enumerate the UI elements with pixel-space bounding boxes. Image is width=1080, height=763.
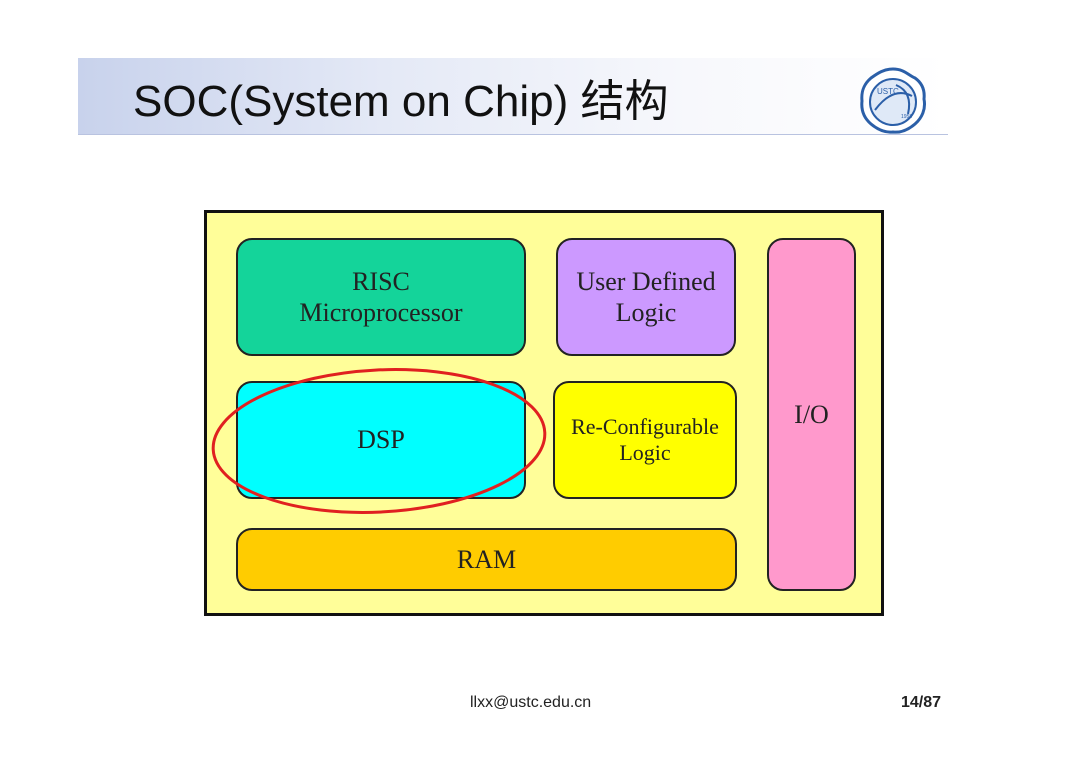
user-defined-logic-block: User Defined Logic [556, 238, 736, 356]
io-block: I/O [767, 238, 856, 591]
highlight-ellipse-shape [211, 368, 547, 514]
risc-label-line2: Microprocessor [299, 298, 463, 327]
udl-label-line2: Logic [615, 298, 677, 327]
ram-block: RAM [236, 528, 737, 591]
page-number: 14/87 [901, 694, 942, 711]
logo-text: USTC [877, 87, 899, 96]
logo-year: 1958 [901, 114, 912, 120]
title-bar [78, 58, 948, 135]
udl-label-line1: User Defined [576, 266, 716, 296]
dsp-label: DSP [357, 425, 405, 455]
rcl-label-line1: Re-Configurable [571, 413, 719, 439]
ustc-emblem-logo-icon: USTC 1958 [860, 67, 926, 134]
io-label: I/O [794, 399, 829, 429]
risc-microprocessor-block: RISC Microprocessor [236, 238, 526, 356]
slide-title: SOC(System on Chip) 结构 [133, 77, 669, 126]
dsp-highlight-ellipse [211, 368, 547, 514]
dsp-block: DSP [236, 381, 526, 499]
rcl-label-line2: Logic [619, 440, 671, 465]
risc-label-line1: RISC [352, 266, 410, 296]
ram-label: RAM [456, 544, 517, 574]
footer-email: llxx@ustc.edu.cn [470, 694, 592, 711]
reconfigurable-logic-block: Re-Configurable Logic [553, 381, 737, 499]
